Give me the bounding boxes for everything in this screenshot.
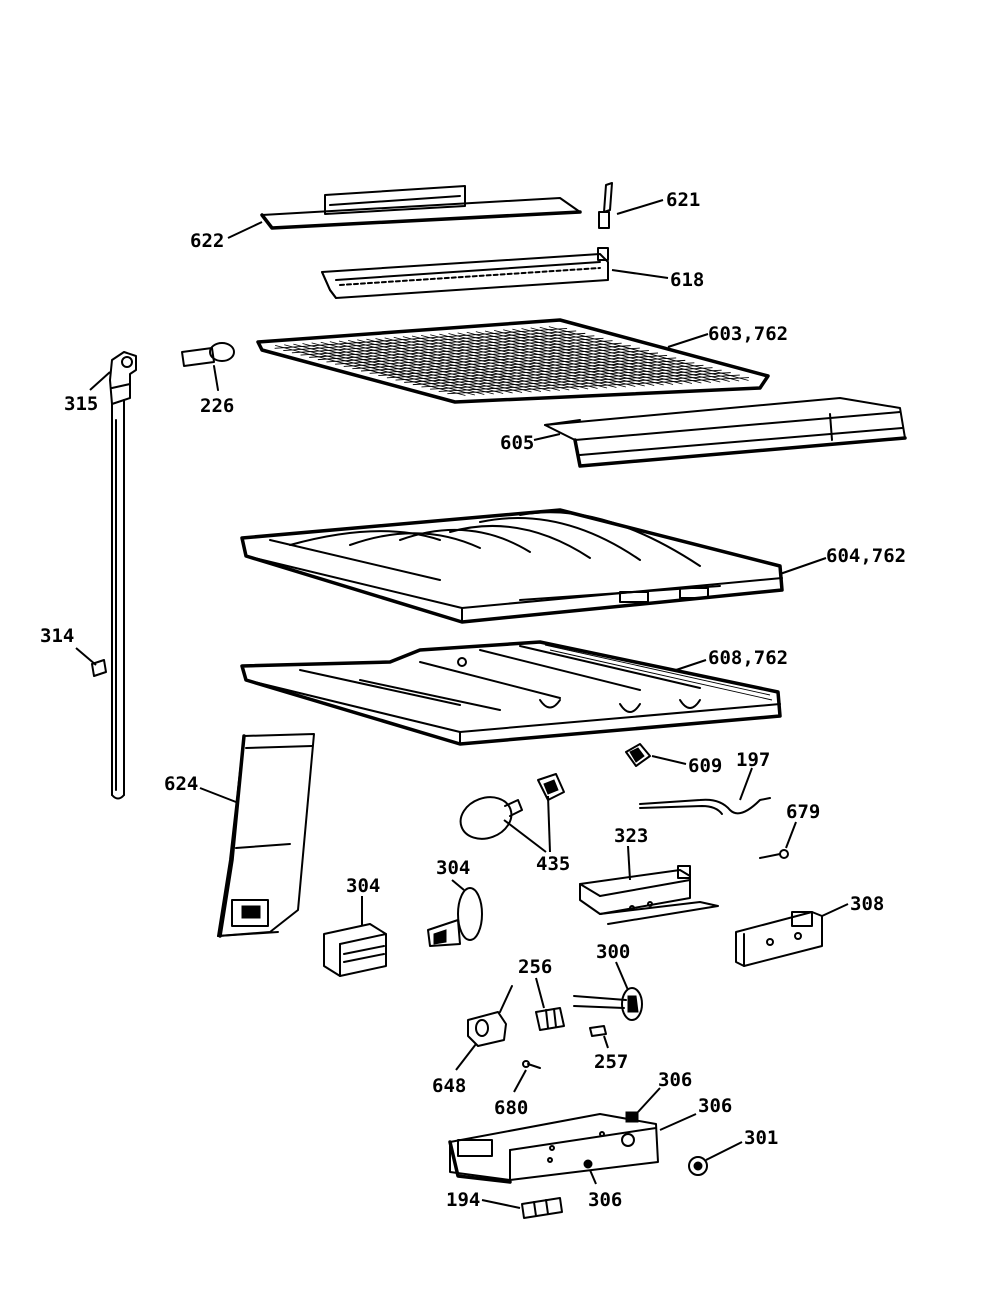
label-679: 679: [786, 801, 820, 823]
part-194: [521, 1197, 563, 1219]
part-604-frame: [240, 508, 784, 624]
label-680: 680: [494, 1097, 528, 1119]
label-604: 604,762: [826, 545, 906, 567]
leader-301: [705, 1141, 743, 1161]
part-608-pan: [240, 640, 782, 746]
leader-323: [627, 845, 631, 881]
part-301: [688, 1156, 708, 1176]
leader-197: [739, 767, 753, 801]
label-314: 314: [40, 625, 74, 647]
label-618: 618: [670, 269, 704, 291]
label-609: 609: [688, 755, 722, 777]
leader-256: [535, 977, 545, 1009]
label-197: 197: [736, 749, 770, 771]
label-308: 308: [850, 893, 884, 915]
leader-624: [199, 787, 237, 803]
label-300: 300: [596, 941, 630, 963]
part-621-knob: [598, 182, 613, 229]
part-315-rod-bracket: [109, 351, 137, 405]
label-315: 315: [64, 393, 98, 415]
label-306a: 306: [658, 1069, 692, 1091]
part-624-duct: [217, 733, 315, 938]
label-622: 622: [190, 230, 224, 252]
leader-622: [227, 221, 263, 239]
label-257: 257: [594, 1051, 628, 1073]
part-618-housing: [321, 247, 609, 299]
leader-604: [779, 557, 827, 575]
part-226: [181, 342, 235, 391]
leader-314: [75, 647, 97, 666]
label-194: 194: [446, 1189, 480, 1211]
leader-194: [481, 1199, 521, 1209]
label-608: 608,762: [708, 647, 788, 669]
part-605-cover: [544, 397, 907, 468]
part-435-lamp: [459, 773, 565, 840]
leader-304b: [451, 879, 465, 891]
leader-300: [615, 961, 629, 991]
part-679-screw: [759, 849, 789, 859]
label-304b: 304: [436, 857, 470, 879]
part-308-bracket: [735, 911, 823, 967]
label-306c: 306: [588, 1189, 622, 1211]
leader-306a: [637, 1087, 661, 1113]
label-435: 435: [536, 853, 570, 875]
leader-605: [533, 433, 561, 441]
leader-603: [667, 333, 709, 348]
part-603-shelf: [256, 318, 770, 404]
part-197: [639, 797, 771, 815]
part-304-knob: [427, 887, 483, 947]
part-609: [625, 743, 651, 767]
part-314-clip: [91, 659, 107, 677]
part-323-bracket: [579, 865, 719, 925]
part-622-cover: [260, 185, 582, 230]
leader-306b: [659, 1113, 697, 1131]
part-304-box: [323, 923, 387, 977]
label-621: 621: [666, 189, 700, 211]
leader-679: [785, 821, 797, 849]
leader-308: [821, 903, 849, 917]
leader-435b: [547, 795, 551, 853]
label-323: 323: [614, 825, 648, 847]
label-226: 226: [200, 395, 234, 417]
part-648-switch: [467, 985, 513, 1047]
part-rod: [111, 399, 125, 800]
label-603: 603,762: [708, 323, 788, 345]
leader-609: [651, 755, 687, 765]
leader-680: [513, 1069, 527, 1093]
label-256: 256: [518, 956, 552, 978]
part-300: [573, 987, 643, 1021]
label-304a: 304: [346, 875, 380, 897]
leader-306c: [589, 1169, 597, 1185]
leader-618: [611, 269, 669, 279]
label-605: 605: [500, 432, 534, 454]
part-256: [535, 1007, 565, 1031]
leader-608: [675, 659, 707, 671]
part-306-box: [448, 1111, 659, 1184]
part-257: [589, 1025, 607, 1037]
leader-621: [616, 199, 664, 215]
label-306b: 306: [698, 1095, 732, 1117]
label-624: 624: [164, 773, 198, 795]
leader-435a: [503, 819, 547, 853]
label-301: 301: [744, 1127, 778, 1149]
leader-315: [89, 371, 111, 391]
label-648: 648: [432, 1075, 466, 1097]
leader-257: [603, 1035, 609, 1049]
part-680: [522, 1060, 541, 1069]
leader-648: [455, 1043, 477, 1071]
